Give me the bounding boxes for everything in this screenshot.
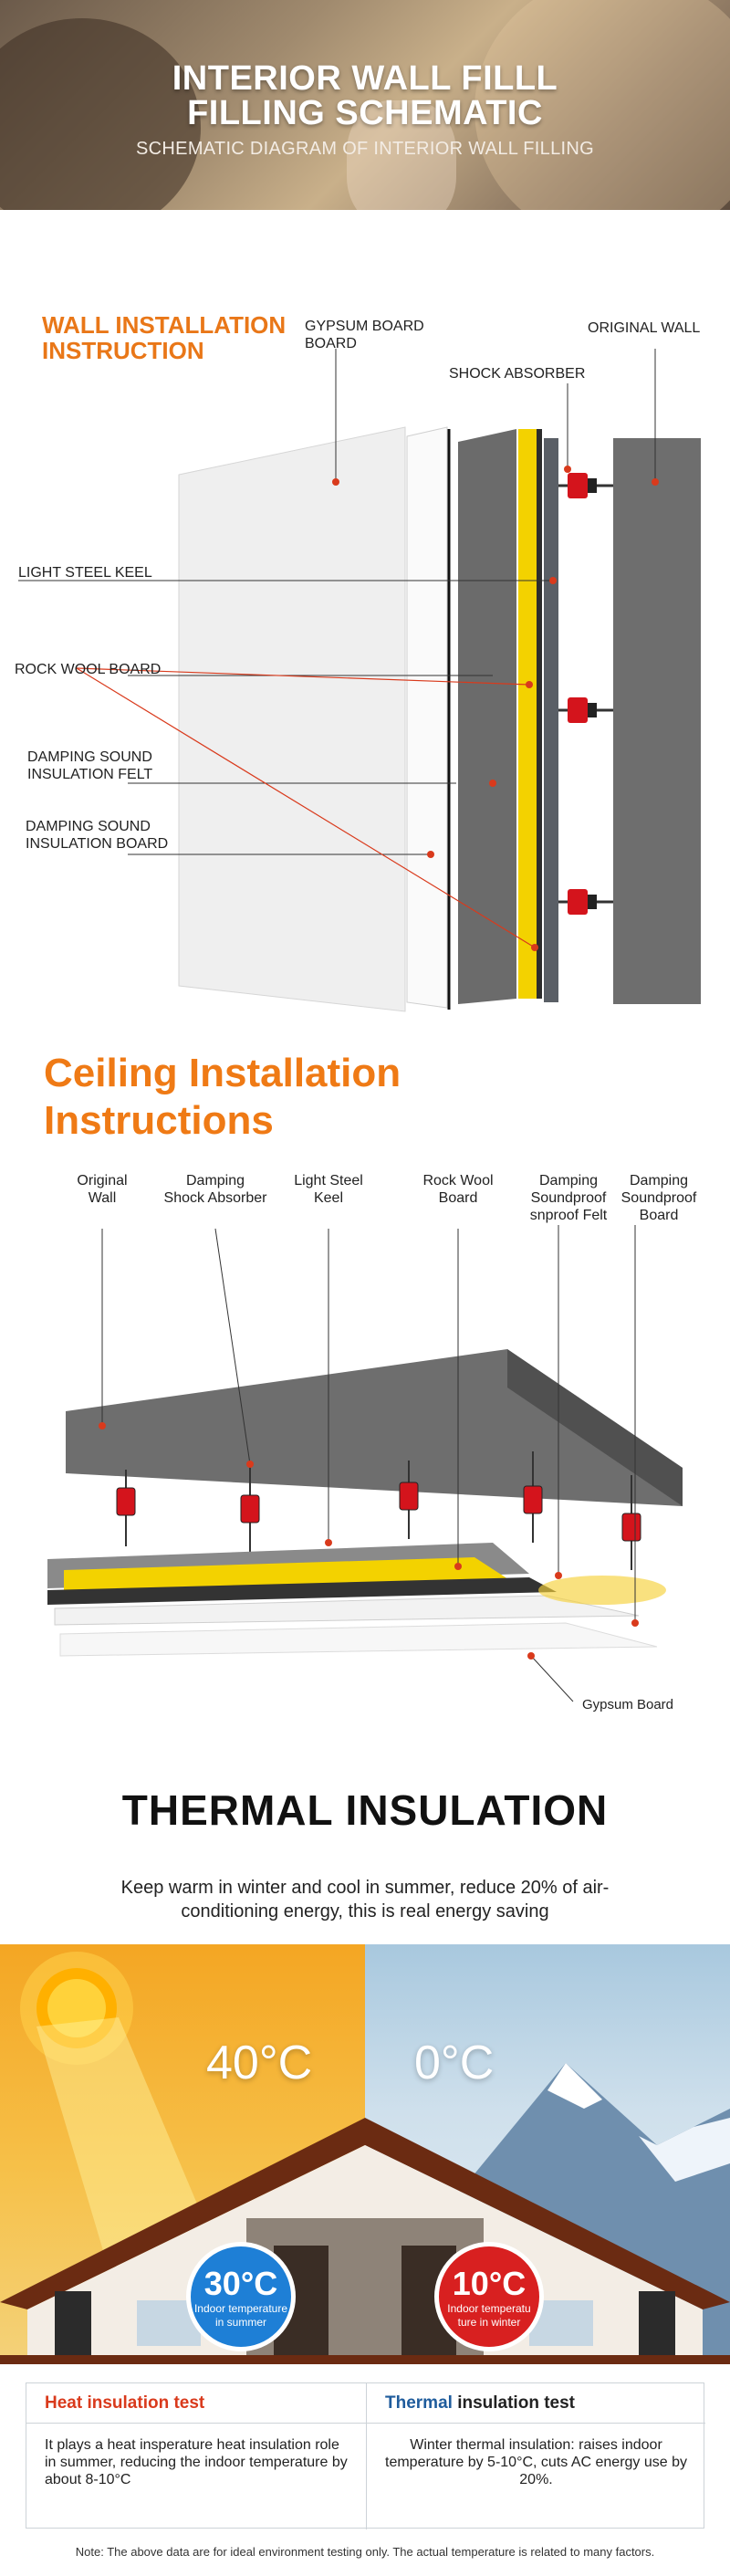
shock-absorber-middle	[558, 697, 613, 723]
heat-test-body: It plays a heat insperature heat insulat…	[45, 2437, 348, 2487]
rock-wool-layer	[518, 429, 537, 999]
thermal-insulation-section: THERMAL INSULATION Keep warm in winter a…	[0, 1744, 730, 2576]
label-insulation-felt: DAMPING SOUND INSULATION FELT	[27, 749, 153, 782]
label-light-steel-keel: LIGHT STEEL KEEL	[18, 565, 152, 581]
original-wall-layer	[613, 438, 701, 1004]
steel-keel-layer	[544, 438, 558, 1002]
label-original-wall: ORIGINAL WALL	[588, 320, 701, 336]
thermal-insulation-column: Thermal insulation test Winter thermal i…	[366, 2383, 705, 2529]
ceiling-shock-absorber	[399, 1482, 419, 1511]
label-rock-wool-board: ROCK WOOL BOARD	[15, 662, 162, 677]
wall-section-heading: WALL INSTALLATION INSTRUCTION	[42, 311, 287, 364]
ceiling-label-shock-absorber: Damping Shock Absorber	[163, 1173, 267, 1206]
hero-title-line2: FILLING SCHEMATIC	[187, 94, 543, 132]
house-temperature-illustration: 40°C 0°C 30°C Indoor temperature in summ…	[0, 1944, 730, 2364]
sound-felt-layer	[458, 429, 516, 1004]
hero-subtitle: SCHEMATIC DIAGRAM OF INTERIOR WALL FILLI…	[136, 139, 594, 159]
shock-absorber-bottom	[558, 889, 613, 915]
thermal-description: Keep warm in winter and cool in summer, …	[120, 1878, 610, 1922]
ceiling-shock-absorber	[523, 1485, 543, 1514]
thermal-title: THERMAL INSULATION	[121, 1786, 609, 1834]
ceiling-felt-layer	[54, 1595, 640, 1626]
ceiling-installation-section: Ceiling Installation Instructions	[0, 1031, 730, 1744]
insulation-board-layer	[406, 426, 448, 1009]
ceiling-label-steel-keel: Light Steel Keel	[294, 1173, 363, 1206]
wall-installation-section: WALL INSTALLATION INSTRUCTION GYPSUM BOA…	[0, 274, 730, 1022]
heat-insulation-column: Heat insulation test It plays a heat ins…	[26, 2383, 366, 2529]
ceiling-layer-diagram	[47, 1225, 683, 1702]
ceiling-shock-absorber	[116, 1487, 136, 1516]
label-insulation-board: DAMPING SOUND INSULATION BOARD	[26, 819, 169, 852]
ceiling-gypsum-layer	[59, 1622, 658, 1657]
label-gypsum-board: GYPSUM BOARD BOARD	[305, 319, 424, 351]
ceiling-label-gypsum-board: Gypsum Board	[581, 1697, 674, 1712]
heat-test-title: Heat insulation test	[26, 2383, 366, 2424]
label-shock-absorber: SHOCK ABSORBER	[449, 366, 586, 382]
ceiling-shock-absorber	[240, 1494, 260, 1524]
test-disclaimer-note: Note: The above data are for ideal envir…	[75, 2545, 655, 2559]
ceiling-section-heading: Ceiling Installation Instructions	[44, 1051, 402, 1143]
ceiling-label-soundproof-felt: Damping Soundproof snproof Felt	[529, 1173, 608, 1223]
thermal-test-title: Thermal insulation test	[367, 2383, 705, 2424]
thermal-test-body: Winter thermal insulation: raises indoor…	[385, 2437, 688, 2487]
hero-banner: INTERIOR WALL FILLL FILLING SCHEMATIC SC…	[0, 0, 730, 210]
insulation-test-table: Heat insulation test It plays a heat ins…	[26, 2382, 705, 2529]
sun-icon	[20, 1952, 133, 2065]
hero-background-shape	[474, 0, 730, 210]
shock-absorber-top	[558, 473, 613, 498]
ceiling-shock-absorber	[621, 1513, 641, 1542]
winter-indoor-badge: 10°C Indoor temperatu ture in winter	[434, 2242, 544, 2351]
ceiling-label-rock-wool: Rock Wool Board	[422, 1173, 494, 1206]
wall-layer-diagram	[18, 349, 701, 1012]
house-scene-graphic	[0, 1952, 730, 2364]
gypsum-board-layer	[178, 426, 406, 1012]
hero-title-line1: INTERIOR WALL FILLL	[172, 59, 558, 98]
outdoor-temp-winter: 0°C	[414, 2037, 495, 2089]
hero-background-shape	[347, 100, 456, 210]
summer-indoor-badge: 30°C Indoor temperature in summer	[186, 2242, 296, 2351]
ceiling-label-soundproof-board: Damping Soundproof Board	[620, 1173, 697, 1223]
ceiling-label-original-wall: Original Wall	[77, 1173, 128, 1206]
outdoor-temp-summer: 40°C	[206, 2037, 313, 2089]
